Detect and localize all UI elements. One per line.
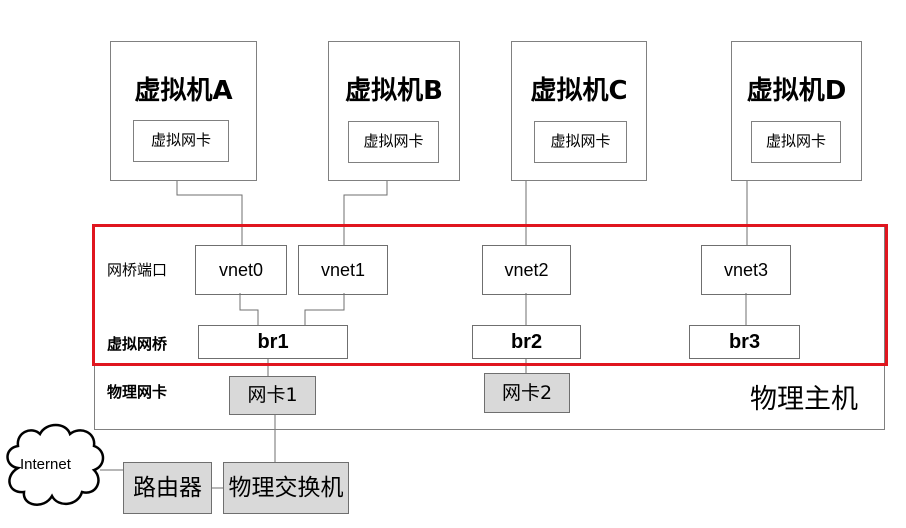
vm-d-box: 虚拟机D 虚拟网卡 xyxy=(731,41,862,181)
wire-vnet1-br1 xyxy=(304,293,345,325)
label-bridge-ports: 网桥端口 xyxy=(107,261,168,279)
internet-label: Internet xyxy=(20,456,71,473)
vnet-port-2: vnet2 xyxy=(482,245,571,295)
vm-c-box: 虚拟机C 虚拟网卡 xyxy=(511,41,647,181)
vm-c-virtual-nic: 虚拟网卡 xyxy=(534,121,627,163)
wire-vnet0-br1 xyxy=(239,293,259,325)
vm-d-title: 虚拟机D xyxy=(746,76,847,106)
physical-nic-2: 网卡2 xyxy=(484,373,570,413)
internet-cloud-icon xyxy=(6,423,105,506)
vnet-port-1: vnet1 xyxy=(298,245,388,295)
label-physical-host: 物理主机 xyxy=(750,384,858,415)
bridge-br3: br3 xyxy=(689,325,800,359)
vm-b-box: 虚拟机B 虚拟网卡 xyxy=(328,41,460,181)
vm-b-title: 虚拟机B xyxy=(345,76,443,106)
physical-nic-1: 网卡1 xyxy=(229,376,316,415)
label-physical-nic: 物理网卡 xyxy=(107,383,168,401)
physical-switch-box: 物理交换机 xyxy=(223,462,349,514)
highlight-rectangle xyxy=(92,224,888,366)
vm-c-title: 虚拟机C xyxy=(530,76,628,106)
vnet-port-0: vnet0 xyxy=(195,245,287,295)
bridge-br2: br2 xyxy=(472,325,581,359)
router-box: 路由器 xyxy=(123,462,212,514)
label-virtual-bridge: 虚拟网桥 xyxy=(107,335,168,353)
vm-d-virtual-nic: 虚拟网卡 xyxy=(751,121,841,163)
vm-a-title: 虚拟机A xyxy=(134,76,233,106)
vnet-port-3: vnet3 xyxy=(701,245,791,295)
vm-a-virtual-nic: 虚拟网卡 xyxy=(133,120,229,162)
vm-a-box: 虚拟机A 虚拟网卡 xyxy=(110,41,257,181)
vm-b-virtual-nic: 虚拟网卡 xyxy=(348,121,439,163)
bridge-br1: br1 xyxy=(198,325,348,359)
